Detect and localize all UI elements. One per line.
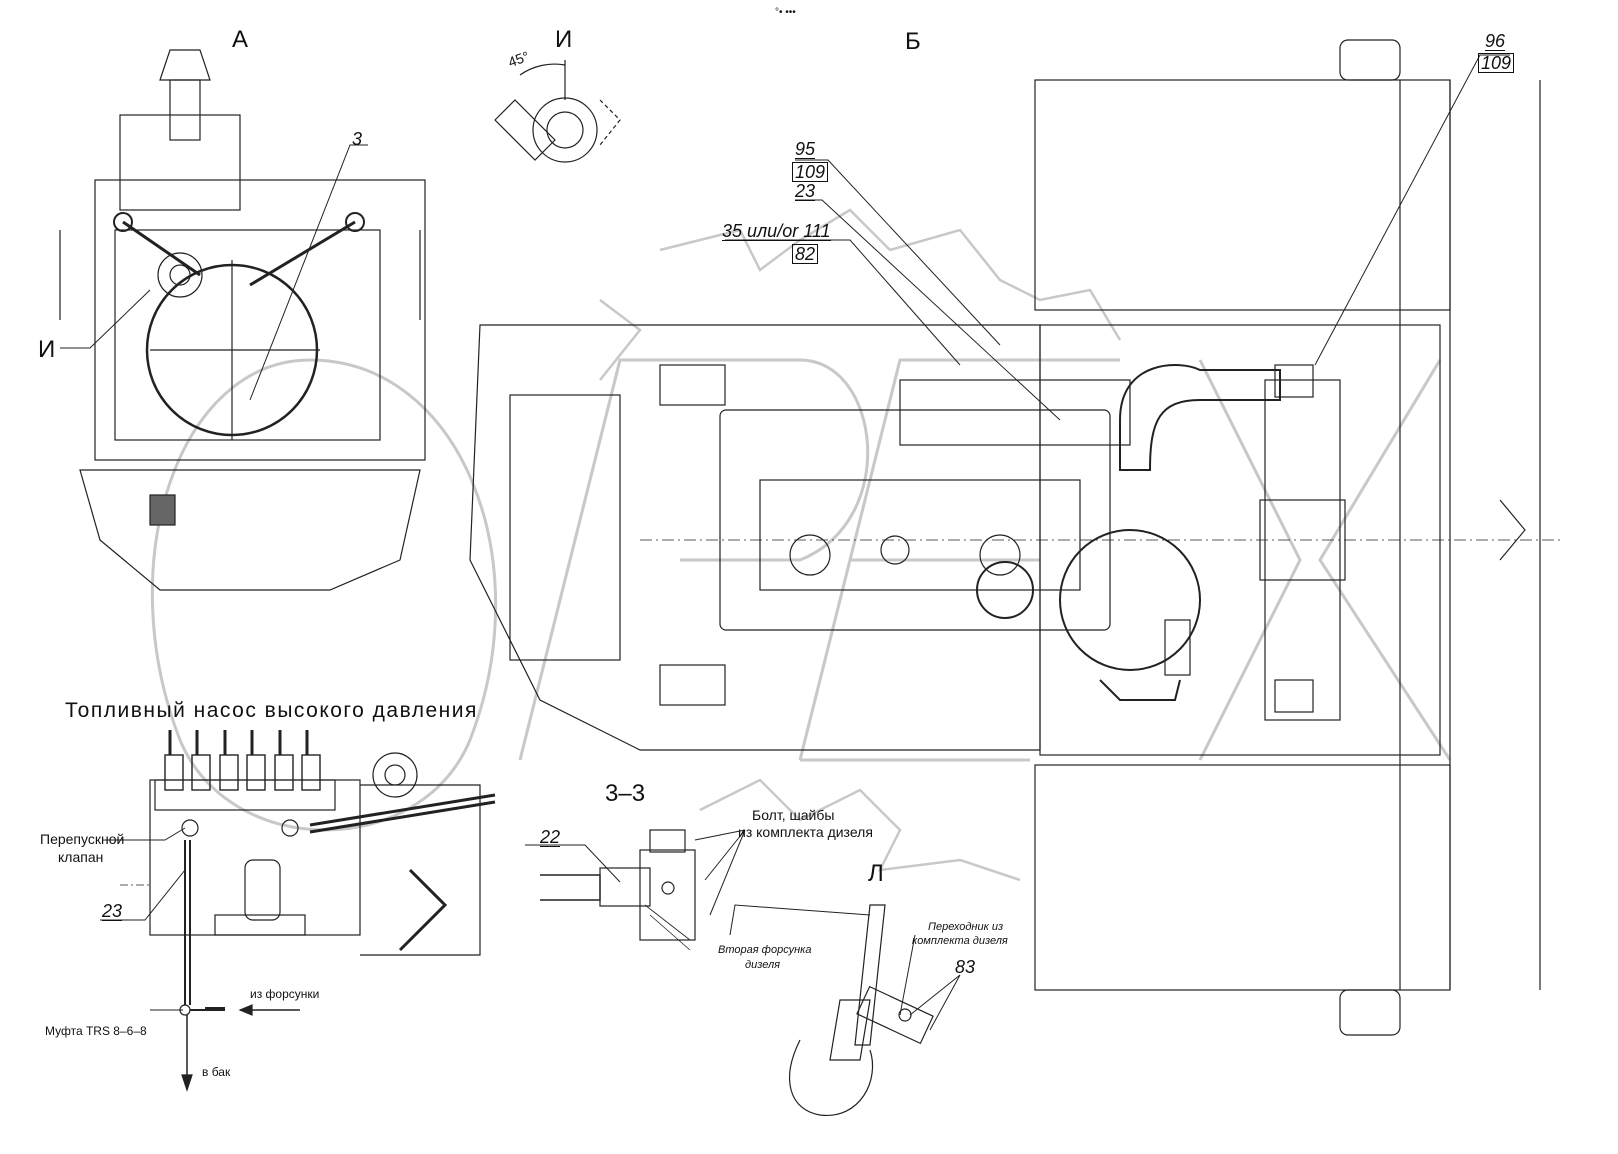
- view-a-drawing: [59, 49, 426, 591]
- to-tank-label: в бак: [202, 1065, 231, 1079]
- section-3-3-label: 3–3: [605, 780, 646, 807]
- view-b-label: Б: [905, 28, 921, 55]
- pump-title: Топливный насос высокого давления: [65, 699, 478, 722]
- callout-22: 22: [540, 827, 561, 847]
- callout-23-engine: 23: [795, 181, 816, 201]
- section-3-3-drawing: [540, 829, 696, 951]
- view-l-drawing: [789, 904, 934, 1116]
- top-mark: °• •••: [775, 7, 796, 18]
- callout-35-111: 35 или/or 111: [722, 221, 831, 241]
- adapter-label-1: Переходник из: [928, 921, 1004, 933]
- adapter-label-2: комплекта дизеля: [912, 935, 1008, 947]
- callout-82: 82: [792, 244, 819, 264]
- view-i-side-label: И: [38, 336, 56, 363]
- view-i-detail: [494, 60, 621, 163]
- bypass-valve-label-1: Перепускной: [40, 831, 125, 847]
- callout-109-engine: 109: [792, 162, 829, 182]
- callout-109-radiator: 109: [1478, 53, 1515, 73]
- leader-lines: [60, 54, 1510, 1031]
- second-injector-label-1: Вторая форсунка: [718, 944, 812, 956]
- coupling-label: Муфта TRS 8–6–8: [45, 1024, 147, 1038]
- callout-83: 83: [955, 957, 976, 977]
- watermark: [150, 358, 1452, 832]
- gear-silhouette: [599, 208, 1122, 882]
- from-injector-label: из форсунки: [250, 987, 320, 1001]
- view-a-label: А: [232, 26, 249, 53]
- bolt-washers-label-1: Болт, шайбы: [752, 807, 835, 823]
- callout-3: 3: [352, 129, 363, 149]
- callout-96: 96: [1485, 31, 1506, 51]
- fuel-pump-drawing: [120, 730, 496, 1092]
- callout-95: 95: [795, 139, 816, 159]
- callout-23-pump: 23: [102, 901, 123, 921]
- second-injector-label-2: дизеля: [745, 959, 781, 971]
- view-i-label: И: [555, 26, 573, 53]
- view-b-plan: [469, 39, 1560, 1036]
- bolt-washers-label-2: из комплекта дизеля: [738, 824, 873, 840]
- view-l-label: Л: [868, 860, 884, 887]
- bypass-valve-label-2: клапан: [58, 849, 104, 865]
